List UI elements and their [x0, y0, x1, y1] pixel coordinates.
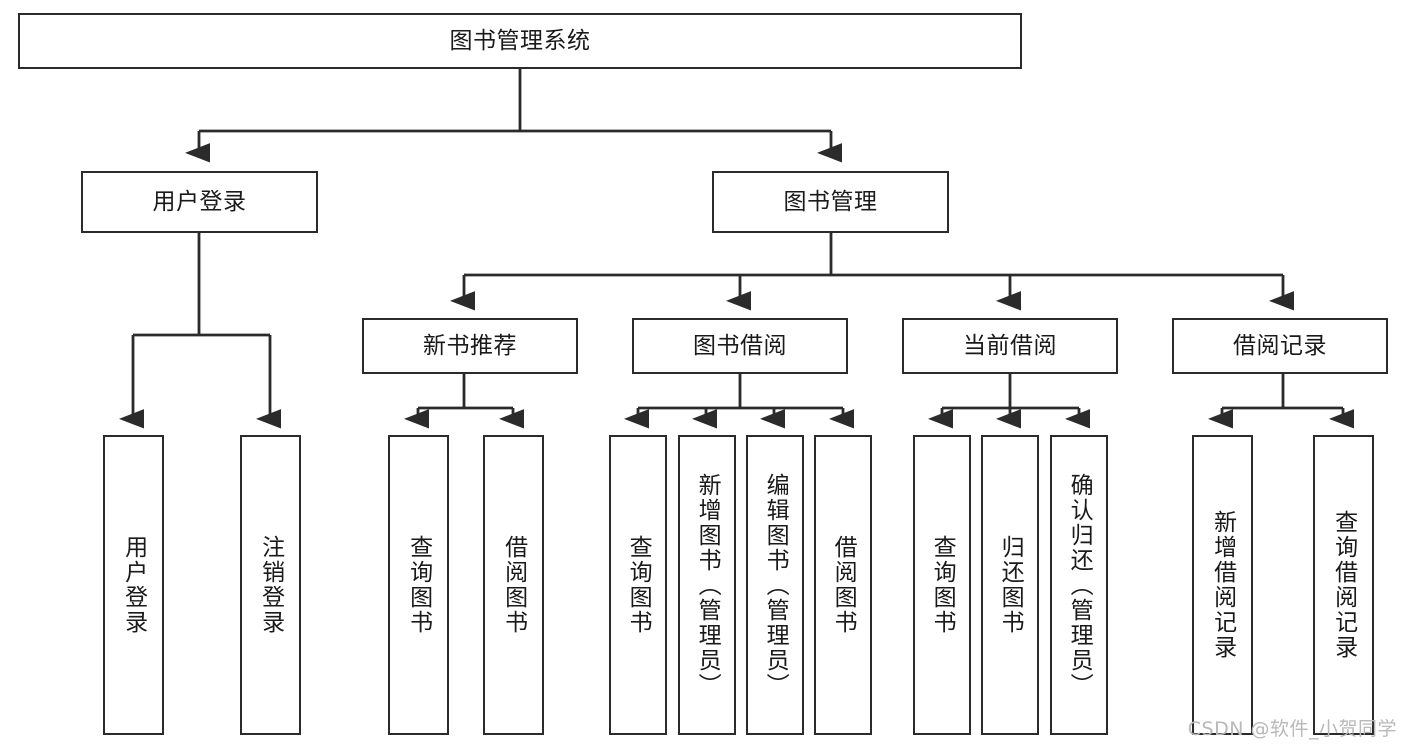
node-book-borrow[interactable]: 图书借阅	[632, 318, 848, 374]
leaf-logout-label: 注销登录	[257, 535, 284, 635]
node-book-borrow-label: 图书借阅	[693, 332, 787, 359]
leaf-user-login-label: 用户登录	[120, 535, 147, 635]
node-current-borrow[interactable]: 当前借阅	[902, 318, 1118, 374]
leaf-bb-add-book[interactable]: 新增图书（管理员）	[678, 435, 736, 735]
leaf-cb-confirm-return[interactable]: 确认归还（管理员）	[1050, 435, 1108, 735]
node-new-book-recommend-label: 新书推荐	[423, 332, 517, 359]
node-current-borrow-label: 当前借阅	[963, 332, 1057, 359]
leaf-bb-query-book-label: 查询图书	[625, 535, 652, 635]
leaf-br-query-record[interactable]: 查询借阅记录	[1313, 435, 1374, 735]
leaf-br-add-record-label: 新增借阅记录	[1209, 510, 1236, 660]
leaf-user-login[interactable]: 用户登录	[103, 435, 164, 735]
leaf-cb-confirm-return-label: 确认归还（管理员）	[1066, 472, 1093, 698]
leaf-nb-query-book[interactable]: 查询图书	[388, 435, 449, 735]
leaf-cb-return-book[interactable]: 归还图书	[981, 435, 1039, 735]
node-borrow-record-label: 借阅记录	[1233, 332, 1327, 359]
leaf-cb-query-book[interactable]: 查询图书	[913, 435, 971, 735]
leaf-nb-query-book-label: 查询图书	[405, 535, 432, 635]
leaf-bb-borrow-book-label: 借阅图书	[830, 535, 857, 635]
leaf-cb-query-book-label: 查询图书	[929, 535, 956, 635]
leaf-logout[interactable]: 注销登录	[240, 435, 301, 735]
leaf-nb-borrow-book-label: 借阅图书	[500, 535, 527, 635]
csdn-watermark: CSDN @软件_小贺同学	[1187, 718, 1397, 740]
node-borrow-record[interactable]: 借阅记录	[1172, 318, 1388, 374]
node-user-login[interactable]: 用户登录	[81, 171, 318, 233]
leaf-nb-borrow-book[interactable]: 借阅图书	[483, 435, 544, 735]
node-book-manage[interactable]: 图书管理	[712, 171, 949, 233]
node-user-login-label: 用户登录	[152, 188, 247, 215]
node-book-manage-label: 图书管理	[783, 188, 878, 215]
leaf-bb-query-book[interactable]: 查询图书	[609, 435, 667, 735]
leaf-bb-edit-book[interactable]: 编辑图书（管理员）	[746, 435, 804, 735]
node-new-book-recommend[interactable]: 新书推荐	[362, 318, 578, 374]
node-root-label: 图书管理系统	[449, 27, 591, 54]
leaf-bb-edit-book-label: 编辑图书（管理员）	[762, 472, 789, 698]
leaf-bb-borrow-book[interactable]: 借阅图书	[814, 435, 872, 735]
leaf-br-query-record-label: 查询借阅记录	[1330, 510, 1357, 660]
leaf-bb-add-book-label: 新增图书（管理员）	[694, 472, 721, 698]
leaf-br-add-record[interactable]: 新增借阅记录	[1192, 435, 1253, 735]
node-root[interactable]: 图书管理系统	[18, 13, 1022, 69]
leaf-cb-return-book-label: 归还图书	[997, 535, 1024, 635]
